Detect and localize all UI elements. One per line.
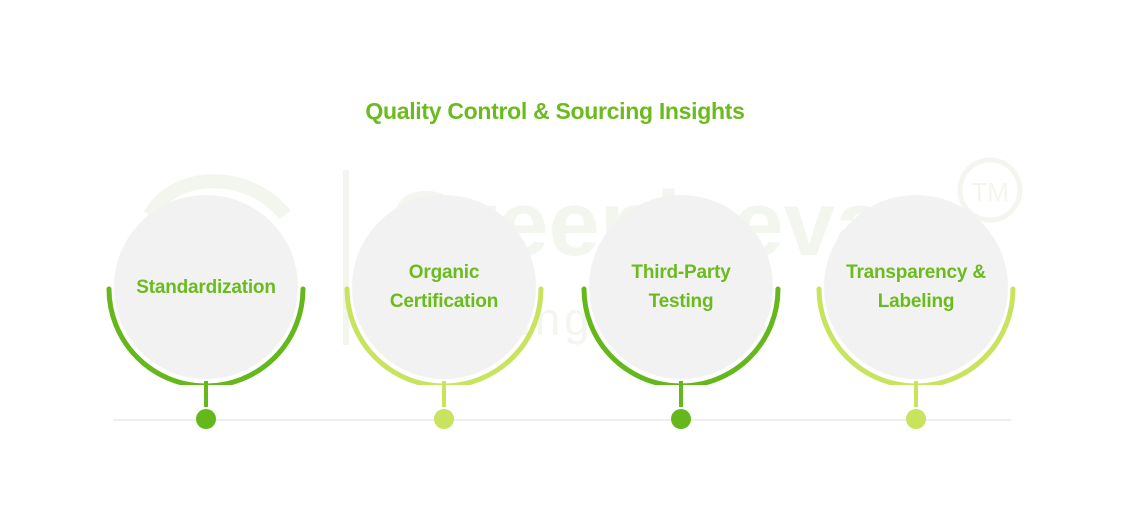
- step-arc: [344, 286, 544, 385]
- step-connector: [204, 381, 208, 407]
- step-circle: [114, 195, 298, 379]
- step-organic-certification: Organic Certification: [344, 195, 544, 435]
- step-circle: [824, 195, 1008, 379]
- step-standardization: Standardization: [106, 195, 306, 435]
- timeline-line: [113, 419, 1011, 421]
- step-third-party-testing: Third-Party Testing: [581, 195, 781, 435]
- step-dot: [434, 409, 454, 429]
- step-transparency-labeling: Transparency & Labeling: [816, 195, 1016, 435]
- step-connector: [442, 381, 446, 407]
- step-dot: [906, 409, 926, 429]
- step-connector: [679, 381, 683, 407]
- step-arc-path: [581, 286, 781, 385]
- step-label: Third-Party Testing: [631, 262, 731, 312]
- step-circle: [589, 195, 773, 379]
- step-dot: [196, 409, 216, 429]
- step-arc-path: [816, 286, 1016, 385]
- step-circle: [352, 195, 536, 379]
- page-title: Quality Control & Sourcing Insights: [365, 98, 745, 124]
- step-arc: [106, 286, 306, 385]
- step-dot: [671, 409, 691, 429]
- step-arc-path: [106, 286, 306, 385]
- step-arc-path: [344, 286, 544, 385]
- step-arc: [581, 286, 781, 385]
- step-label: Transparency & Labeling: [846, 262, 986, 312]
- step-label: Organic Certification: [389, 262, 499, 312]
- step-arc: [816, 286, 1016, 385]
- step-label: Standardization: [136, 276, 276, 298]
- step-connector: [914, 381, 918, 407]
